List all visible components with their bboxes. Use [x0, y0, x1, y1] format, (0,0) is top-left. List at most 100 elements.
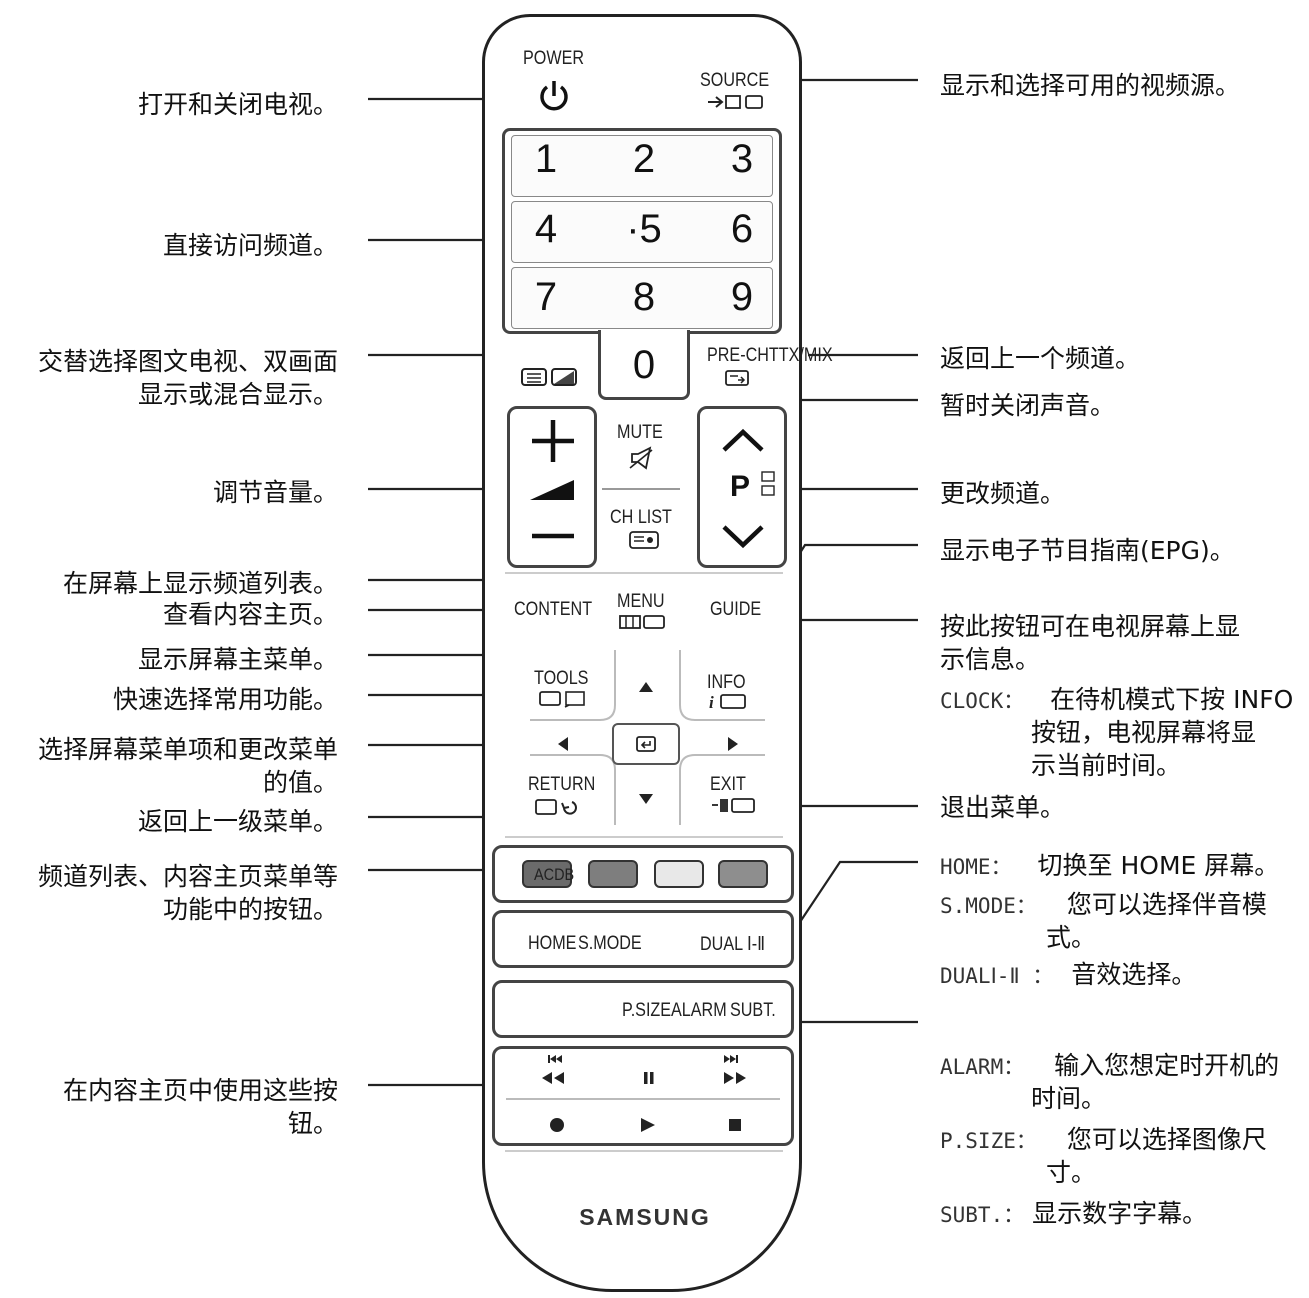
home-panel — [492, 910, 794, 968]
dual-text: 音效选择。 — [1071, 960, 1197, 989]
channel-icons — [722, 428, 775, 549]
pause-button[interactable] — [636, 1063, 662, 1093]
stop-button[interactable] — [724, 1112, 750, 1138]
mute-icon[interactable] — [628, 446, 656, 470]
enter-icon — [636, 736, 656, 752]
enter-button[interactable] — [612, 723, 680, 765]
home-button[interactable]: HOME — [528, 933, 577, 954]
label-ttx-mix: 交替选择图文电视、双画面 显示或混合显示。 — [37, 347, 338, 409]
source-icon[interactable] — [706, 93, 766, 111]
right-arrow-icon[interactable] — [726, 736, 740, 752]
nav-cluster-frame — [530, 650, 765, 825]
ttx-mix-icon[interactable] — [520, 366, 580, 388]
label-mute: 暂时关闭声音。 — [940, 391, 1116, 420]
label-smode: S.MODE： 您可以选择伴音模 — [940, 888, 1267, 923]
color-button-a[interactable] — [522, 860, 572, 888]
key-4[interactable]: 4 — [534, 207, 558, 251]
label-menu: 显示屏幕主菜单。 — [137, 645, 338, 674]
exit-icon[interactable] — [710, 796, 758, 816]
rewind-button[interactable] — [548, 1063, 574, 1093]
menu-icon[interactable] — [618, 614, 668, 630]
down-arrow-icon[interactable] — [638, 792, 654, 806]
return-label: RETURN — [528, 774, 596, 795]
psize-button[interactable]: P.SIZE — [622, 1000, 672, 1021]
left-arrow-icon[interactable] — [556, 736, 570, 752]
key-9[interactable]: 9 — [730, 275, 754, 319]
content-button[interactable]: CONTENT — [514, 599, 593, 620]
subt-text: 显示数字字幕。 — [1032, 1199, 1208, 1228]
brand-logo: SAMSUNG — [579, 1204, 711, 1230]
smode-text: 您可以选择伴音模 — [1066, 890, 1267, 919]
key-0[interactable]: 0 — [632, 343, 656, 387]
label-clock: CLOCK： 在待机模式下按 INFO — [940, 683, 1293, 718]
label-guide: 显示电子节目指南(EPG)。 — [940, 536, 1235, 565]
play-button[interactable] — [635, 1112, 661, 1138]
clock-key: CLOCK： — [940, 689, 1025, 713]
pre-ch-icon — [725, 370, 749, 386]
clock-text-line3: 示当前时间。 — [1031, 751, 1182, 780]
tools-icon[interactable] — [538, 690, 588, 708]
label-navigation: 选择屏幕菜单项和更改菜单 的值。 — [37, 735, 338, 797]
subt-key: SUBT.： — [940, 1203, 1025, 1227]
key-1[interactable]: 1 — [534, 137, 558, 181]
alarm-key: ALARM： — [940, 1055, 1025, 1079]
subt-button[interactable]: SUBT. — [730, 1000, 776, 1021]
key-6[interactable]: 6 — [730, 207, 754, 251]
alarm-text: 输入您想定时开机的 — [1054, 1051, 1280, 1080]
number-row-2 — [511, 201, 773, 263]
power-icon[interactable] — [536, 78, 572, 114]
dual-button[interactable]: DUAL Ⅰ-Ⅱ — [700, 934, 766, 955]
key-8[interactable]: 8 — [632, 275, 656, 319]
divider-2 — [505, 836, 783, 838]
ch-list-icon[interactable] — [628, 530, 660, 550]
psize-text-line2: 寸。 — [1046, 1158, 1097, 1187]
divider-3 — [505, 1150, 783, 1152]
number-row-3 — [511, 267, 773, 329]
return-icon[interactable] — [534, 798, 584, 818]
psize-key: P.SIZE： — [940, 1129, 1037, 1153]
label-source: 显示和选择可用的视频源。 — [940, 71, 1241, 100]
label-exit: 退出菜单。 — [940, 793, 1066, 822]
color-button-d[interactable] — [718, 860, 768, 888]
guide-button[interactable]: GUIDE — [710, 599, 762, 620]
alarm-button[interactable]: ALARM — [671, 1000, 727, 1021]
label-pre-ch: 返回上一个频道。 — [940, 344, 1141, 373]
key-3[interactable]: 3 — [730, 137, 754, 181]
smode-key: S.MODE： — [940, 894, 1037, 918]
fast-forward-button[interactable] — [720, 1063, 750, 1093]
alarm-text-line2: 时间。 — [1031, 1084, 1107, 1113]
label-color-buttons: 频道列表、内容主页菜单等 功能中的按钮。 — [37, 862, 338, 924]
clock-text-line2: 按钮，电视屏幕将显 — [1031, 718, 1257, 747]
key-2[interactable]: 2 — [632, 137, 656, 181]
key-7[interactable]: 7 — [534, 275, 558, 319]
label-volume: 调节音量。 — [212, 478, 338, 507]
media-icons — [542, 1055, 746, 1132]
color-button-b[interactable] — [588, 860, 638, 888]
color-buttons-text: ACDB — [534, 865, 575, 884]
smode-button[interactable]: S.MODE — [578, 933, 642, 954]
number-row-1 — [511, 135, 773, 197]
info-label: INFO — [707, 672, 746, 693]
label-content: 查看内容主页。 — [162, 600, 338, 629]
home-text: 切换至 HOME 屏幕。 — [1037, 851, 1280, 880]
pre-ch-text: PRE-CH — [707, 345, 769, 366]
info-icon[interactable]: i — [707, 693, 749, 711]
up-arrow-icon[interactable] — [638, 680, 654, 694]
divider-1 — [505, 572, 783, 574]
color-button-c[interactable] — [654, 860, 704, 888]
pre-ch-label[interactable]: PRE-CHTTX/MIX — [707, 345, 833, 367]
power-label: POWER — [523, 48, 585, 69]
key-5[interactable]: ·5 — [626, 207, 662, 251]
menu-label: MENU — [617, 591, 665, 612]
mute-label: MUTE — [617, 422, 663, 443]
psize-text: 您可以选择图像尺 — [1066, 1125, 1267, 1154]
label-psize: P.SIZE： 您可以选择图像尺 — [940, 1123, 1267, 1158]
dual-key: DUALⅠ-Ⅱ ： — [940, 964, 1054, 988]
exit-label: EXIT — [710, 774, 746, 795]
mute-divider — [602, 488, 680, 490]
svg-text:i: i — [709, 693, 714, 711]
volume-icons — [530, 420, 574, 539]
ttx-mix-text: TTX/MIX — [768, 345, 833, 366]
record-button[interactable] — [545, 1112, 571, 1138]
